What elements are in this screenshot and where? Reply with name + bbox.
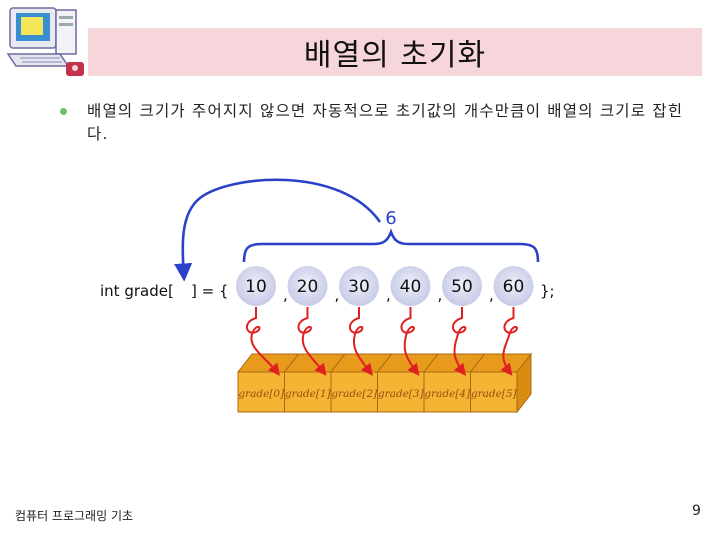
value-bubble: 50 — [442, 266, 482, 306]
bubble-value: 40 — [400, 277, 422, 297]
code-suffix: }; — [540, 282, 555, 300]
cell-front — [423, 371, 471, 413]
value-arrow — [400, 307, 420, 376]
cell-label: grade[1] — [285, 388, 332, 400]
cell-label: grade[3] — [378, 388, 425, 400]
footer-course-name: 컴퓨터 프로그래밍 기초 — [15, 509, 134, 523]
bubble-value: 60 — [503, 277, 525, 297]
page-number: 9 — [692, 503, 701, 519]
value-arrow — [349, 307, 373, 376]
bubble-shape — [390, 266, 431, 306]
value-arrow — [452, 307, 467, 376]
size-arrow — [174, 178, 382, 282]
cell-label: grade[4] — [424, 388, 471, 400]
code-prefix: int grade[ — [100, 282, 174, 300]
bubble-value: 20 — [297, 277, 319, 297]
value-commas: ,,,,, — [283, 286, 494, 304]
bubble-shape — [493, 266, 534, 306]
value-arrow — [500, 307, 518, 376]
element-count-label: 6 — [385, 208, 396, 229]
cell-side — [516, 352, 532, 414]
bubble-value: 30 — [348, 277, 370, 297]
bubble-shape — [339, 266, 379, 306]
array-cell: grade[0] — [236, 353, 300, 413]
cell-label: grade[5] — [471, 388, 518, 400]
bubble-value: 10 — [245, 277, 267, 297]
cell-front — [377, 371, 425, 413]
computer-clipart-icon — [6, 7, 84, 76]
comma: , — [489, 286, 494, 304]
cell-front — [284, 371, 332, 413]
value-bubble: 40 — [390, 266, 431, 306]
array-cell: grade[5] — [469, 353, 533, 413]
value-bubbles: 10 20 30 40 50 60 — [236, 266, 534, 306]
bullet-text: 배열의 크기가 주어지지 않으면 자동적으로 초기값의 개수만큼이 배열의 크기… — [87, 102, 684, 143]
value-arrow — [246, 307, 280, 376]
bubble-shape — [287, 266, 328, 306]
value-bubble: 60 — [493, 266, 534, 306]
code-bracket: ] = { — [191, 282, 229, 300]
cell-label: grade[2] — [331, 388, 378, 400]
bubble-shape — [442, 266, 482, 306]
cell-front — [470, 371, 518, 413]
slide-title: 배열의 초기화 — [88, 28, 702, 76]
curly-brace — [242, 228, 540, 263]
comma: , — [438, 286, 443, 304]
comma: , — [283, 286, 288, 304]
cell-front — [237, 371, 285, 413]
bullet-item: 배열의 크기가 주어지지 않으면 자동적으로 초기값의 개수만큼이 배열의 크기… — [60, 100, 700, 146]
bubble-shape — [236, 266, 276, 306]
comma: , — [335, 286, 340, 304]
bubble-value: 50 — [451, 277, 473, 297]
bullet-dot-icon — [60, 108, 67, 115]
cell-front — [330, 371, 378, 413]
comma: , — [386, 286, 391, 304]
cell-label: grade[0] — [238, 388, 285, 400]
array-cells: grade[0]grade[1]grade[2]grade[3]grade[4]… — [236, 352, 533, 414]
value-bubble: 30 — [339, 266, 379, 306]
value-arrow — [297, 307, 327, 376]
value-bubble: 10 — [236, 266, 276, 306]
value-bubble: 20 — [287, 266, 328, 306]
value-arrows — [246, 307, 518, 376]
